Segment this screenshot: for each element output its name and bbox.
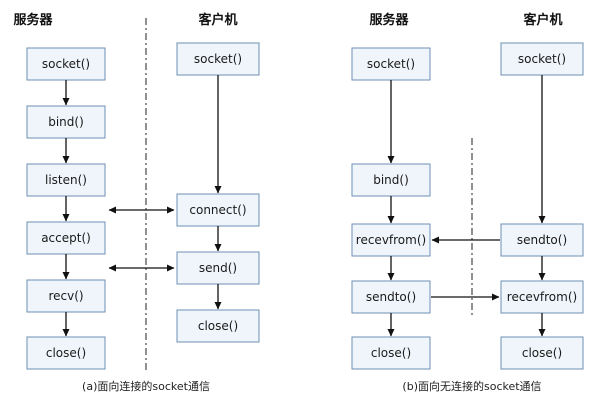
server-step-sendto-b: sendto() [351, 280, 431, 314]
client-step-label: socket() [194, 52, 242, 66]
diagram-a: 服务器 客户机 socket() bind() listen() accept(… [13, 12, 260, 393]
server-header-a: 服务器 [13, 12, 53, 28]
client-step-sendto-b: sendto() [500, 223, 584, 257]
server-step-recevfrom-b: recevfrom() [351, 223, 431, 257]
server-step-close-a: close() [26, 336, 106, 370]
server-step-label: close() [46, 346, 86, 360]
server-step-bind-b: bind() [351, 163, 431, 197]
server-step-label: listen() [45, 173, 87, 187]
client-header-b: 客户机 [523, 12, 562, 28]
client-step-recevfrom-b: recevfrom() [500, 280, 584, 314]
server-step-label: socket() [367, 57, 415, 71]
client-step-connect-a: connect() [176, 193, 260, 227]
server-step-label: socket() [42, 57, 90, 71]
server-step-label: sendto() [366, 290, 416, 304]
client-header-a: 客户机 [198, 12, 237, 28]
server-step-close-b: close() [351, 336, 431, 370]
server-step-listen-a: listen() [26, 163, 106, 197]
client-step-close-a: close() [176, 309, 260, 343]
client-step-label: connect() [189, 203, 246, 217]
server-step-accept-a: accept() [26, 221, 106, 255]
server-step-label: bind() [48, 115, 84, 129]
server-header-b: 服务器 [369, 12, 409, 28]
client-step-label: sendto() [517, 233, 567, 247]
server-step-label: close() [371, 346, 411, 360]
server-step-label: recevfrom() [356, 233, 426, 247]
server-step-bind-a: bind() [26, 105, 106, 139]
client-step-send-a: send() [176, 251, 260, 285]
client-step-label: close() [198, 319, 238, 333]
server-step-socket-a: socket() [26, 47, 106, 81]
server-step-label: recv() [48, 289, 83, 303]
server-step-recv-a: recv() [26, 279, 106, 313]
server-step-label: accept() [41, 231, 91, 245]
diagram-b: 服务器 客户机 socket() bind() recevfrom() send… [351, 12, 584, 393]
client-step-socket-a: socket() [176, 42, 260, 76]
client-step-close-b: close() [500, 336, 584, 370]
client-step-socket-b: socket() [500, 42, 584, 76]
caption-b: (b)面向无连接的socket通信 [402, 379, 541, 393]
server-step-socket-b: socket() [351, 47, 431, 81]
client-step-label: recevfrom() [507, 290, 577, 304]
server-step-label: bind() [373, 173, 409, 187]
client-step-label: send() [199, 261, 237, 275]
client-step-label: socket() [518, 52, 566, 66]
client-step-label: close() [522, 346, 562, 360]
caption-a: (a)面向连接的socket通信 [82, 379, 210, 393]
